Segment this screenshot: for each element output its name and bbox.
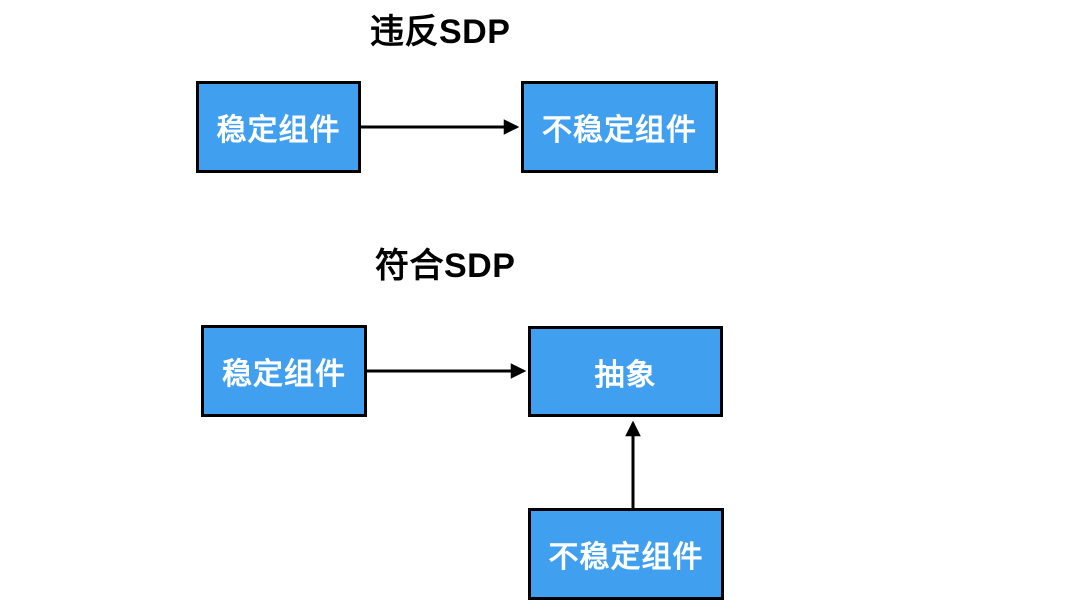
node-label: 不稳定组件 xyxy=(548,541,704,574)
node-unstable-component-top: 不稳定组件 xyxy=(521,81,718,173)
node-label: 不稳定组件 xyxy=(542,114,697,147)
node-stable-component-bottom: 稳定组件 xyxy=(201,325,367,417)
section-title-complies-sdp: 符合SDP xyxy=(375,247,516,285)
node-label: 稳定组件 xyxy=(222,358,346,391)
node-unstable-component-bottom: 不稳定组件 xyxy=(528,508,724,600)
node-stable-component-top: 稳定组件 xyxy=(196,81,361,173)
node-label: 稳定组件 xyxy=(216,114,341,147)
section-title-violates-sdp: 违反SDP xyxy=(370,13,511,51)
node-abstraction: 抽象 xyxy=(528,326,723,417)
node-label: 抽象 xyxy=(594,358,657,392)
